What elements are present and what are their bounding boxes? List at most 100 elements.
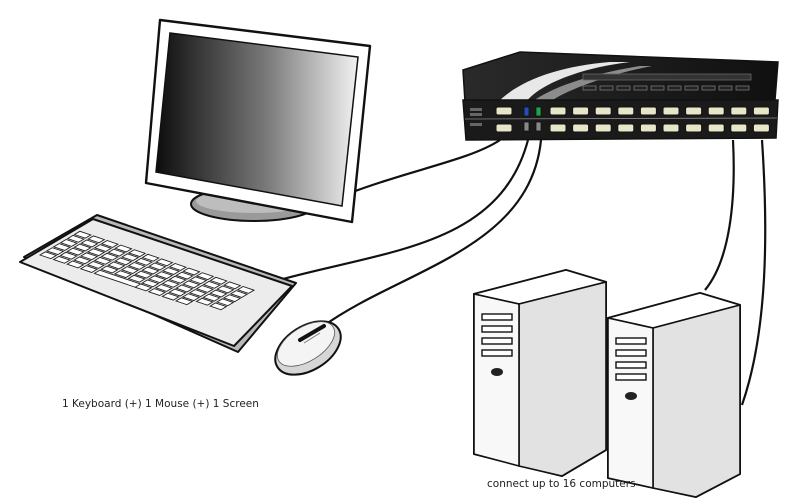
keyboard-key: [141, 266, 160, 275]
keyboard-key: [155, 258, 174, 267]
keyboard-key: [73, 256, 92, 265]
keyboard-key: [141, 279, 160, 288]
port-select-button: [735, 85, 750, 91]
computer-1-cable: [704, 139, 735, 291]
keyboard-key: [45, 247, 65, 256]
keyboard-key: [202, 280, 221, 289]
keyboard-key: [86, 261, 106, 269]
keyboard-key: [114, 244, 133, 253]
keyboard-key: [168, 275, 187, 284]
keyboard-key: [73, 243, 92, 252]
mouse-icon: [274, 320, 342, 376]
keyboard-key: [229, 290, 249, 298]
keyboard-key: [87, 235, 106, 244]
keyboard-key: [181, 293, 201, 302]
keyboard-key: [161, 267, 181, 275]
keyboard-key: [86, 248, 106, 257]
keyboard-key: [59, 239, 79, 247]
keyboard-key: [127, 262, 147, 270]
keyboard-key: [38, 251, 58, 260]
keyboard-key: [175, 284, 194, 293]
computer-port: [730, 123, 748, 133]
port-select-button: [582, 85, 597, 91]
keyboard-key: [100, 240, 120, 248]
keyboard-key: [175, 271, 194, 280]
keyboard-key: [195, 272, 215, 281]
keyboard-key: [148, 262, 167, 271]
port-select-button: [684, 85, 699, 91]
keyboard-key: [236, 286, 256, 294]
keyboard-key: [100, 265, 119, 274]
keyboard-key: [154, 271, 174, 280]
computer-port: [752, 106, 770, 116]
keyboard-key: [114, 257, 133, 266]
keyboard-key: [120, 266, 140, 274]
keyboard-key: [141, 253, 160, 262]
keyboard-key: [154, 284, 174, 292]
computer-port: [662, 123, 680, 133]
mouse-cable: [321, 139, 543, 328]
computer-port: [572, 123, 590, 133]
keyboard-key: [209, 302, 228, 311]
port-select-button: [616, 85, 631, 91]
monitor-cable: [349, 139, 501, 195]
keyboard-key: [100, 252, 119, 261]
port-select-button: [701, 85, 716, 91]
tower-computer-icon: [473, 269, 607, 477]
keyboard-key: [147, 275, 167, 284]
port-select-button: [667, 85, 682, 91]
computer-port: [594, 123, 612, 133]
keyboard-key: [93, 256, 112, 265]
keyboard-cable: [282, 139, 530, 281]
port-select-button: [718, 85, 733, 91]
computer-port: [685, 123, 703, 133]
computer-port: [752, 123, 770, 133]
monitor-icon: [144, 18, 372, 224]
computer-port: [730, 106, 748, 116]
keyboard-key: [161, 292, 180, 301]
computer-port: [639, 106, 657, 116]
computer-port: [662, 106, 680, 116]
keyboard-key: [93, 244, 113, 252]
keyboard-key: [79, 252, 99, 261]
keyboard-key: [52, 255, 71, 264]
keyboard-key: [73, 230, 92, 239]
computer-ports: [549, 106, 770, 133]
computer-port: [617, 123, 635, 133]
keyboard-key: [209, 289, 228, 298]
keyboard-key: [168, 288, 187, 297]
computer-port: [639, 123, 657, 133]
keyboard-key: [161, 279, 180, 288]
keyboard-key: [188, 289, 208, 297]
keyboard-key: [195, 285, 215, 293]
computer-port: [707, 123, 725, 133]
keyboard-key: [222, 294, 242, 303]
keyboard-key: [66, 234, 85, 243]
keyboard-key: [59, 251, 78, 260]
tower-computer-icon: [607, 292, 741, 498]
keyboard-key: [113, 270, 133, 279]
port-select-button: [650, 85, 665, 91]
keyboard-key: [127, 274, 146, 283]
keyboard-key: [182, 267, 201, 276]
keyboard-key: [107, 248, 126, 257]
keyboard-key: [168, 263, 188, 271]
keyboard-key: [134, 270, 153, 279]
computer-port: [594, 106, 612, 116]
keyboard-key: [195, 297, 214, 306]
port-select-button: [633, 85, 648, 91]
port-select-buttons: [582, 85, 750, 91]
computer-port: [572, 106, 590, 116]
keyboard-key: [66, 247, 85, 256]
computers-caption: connect up to 16 computers: [487, 478, 636, 490]
keyboard-icon: [19, 214, 297, 353]
keyboard-key: [134, 257, 153, 266]
keyboard-key: [147, 288, 167, 296]
keyboard-key: [174, 297, 194, 306]
keyboard-key: [120, 253, 140, 262]
keyboard-key: [182, 280, 201, 289]
port-select-button: [599, 85, 614, 91]
computer-port: [617, 106, 635, 116]
keyboard-key: [127, 249, 147, 258]
